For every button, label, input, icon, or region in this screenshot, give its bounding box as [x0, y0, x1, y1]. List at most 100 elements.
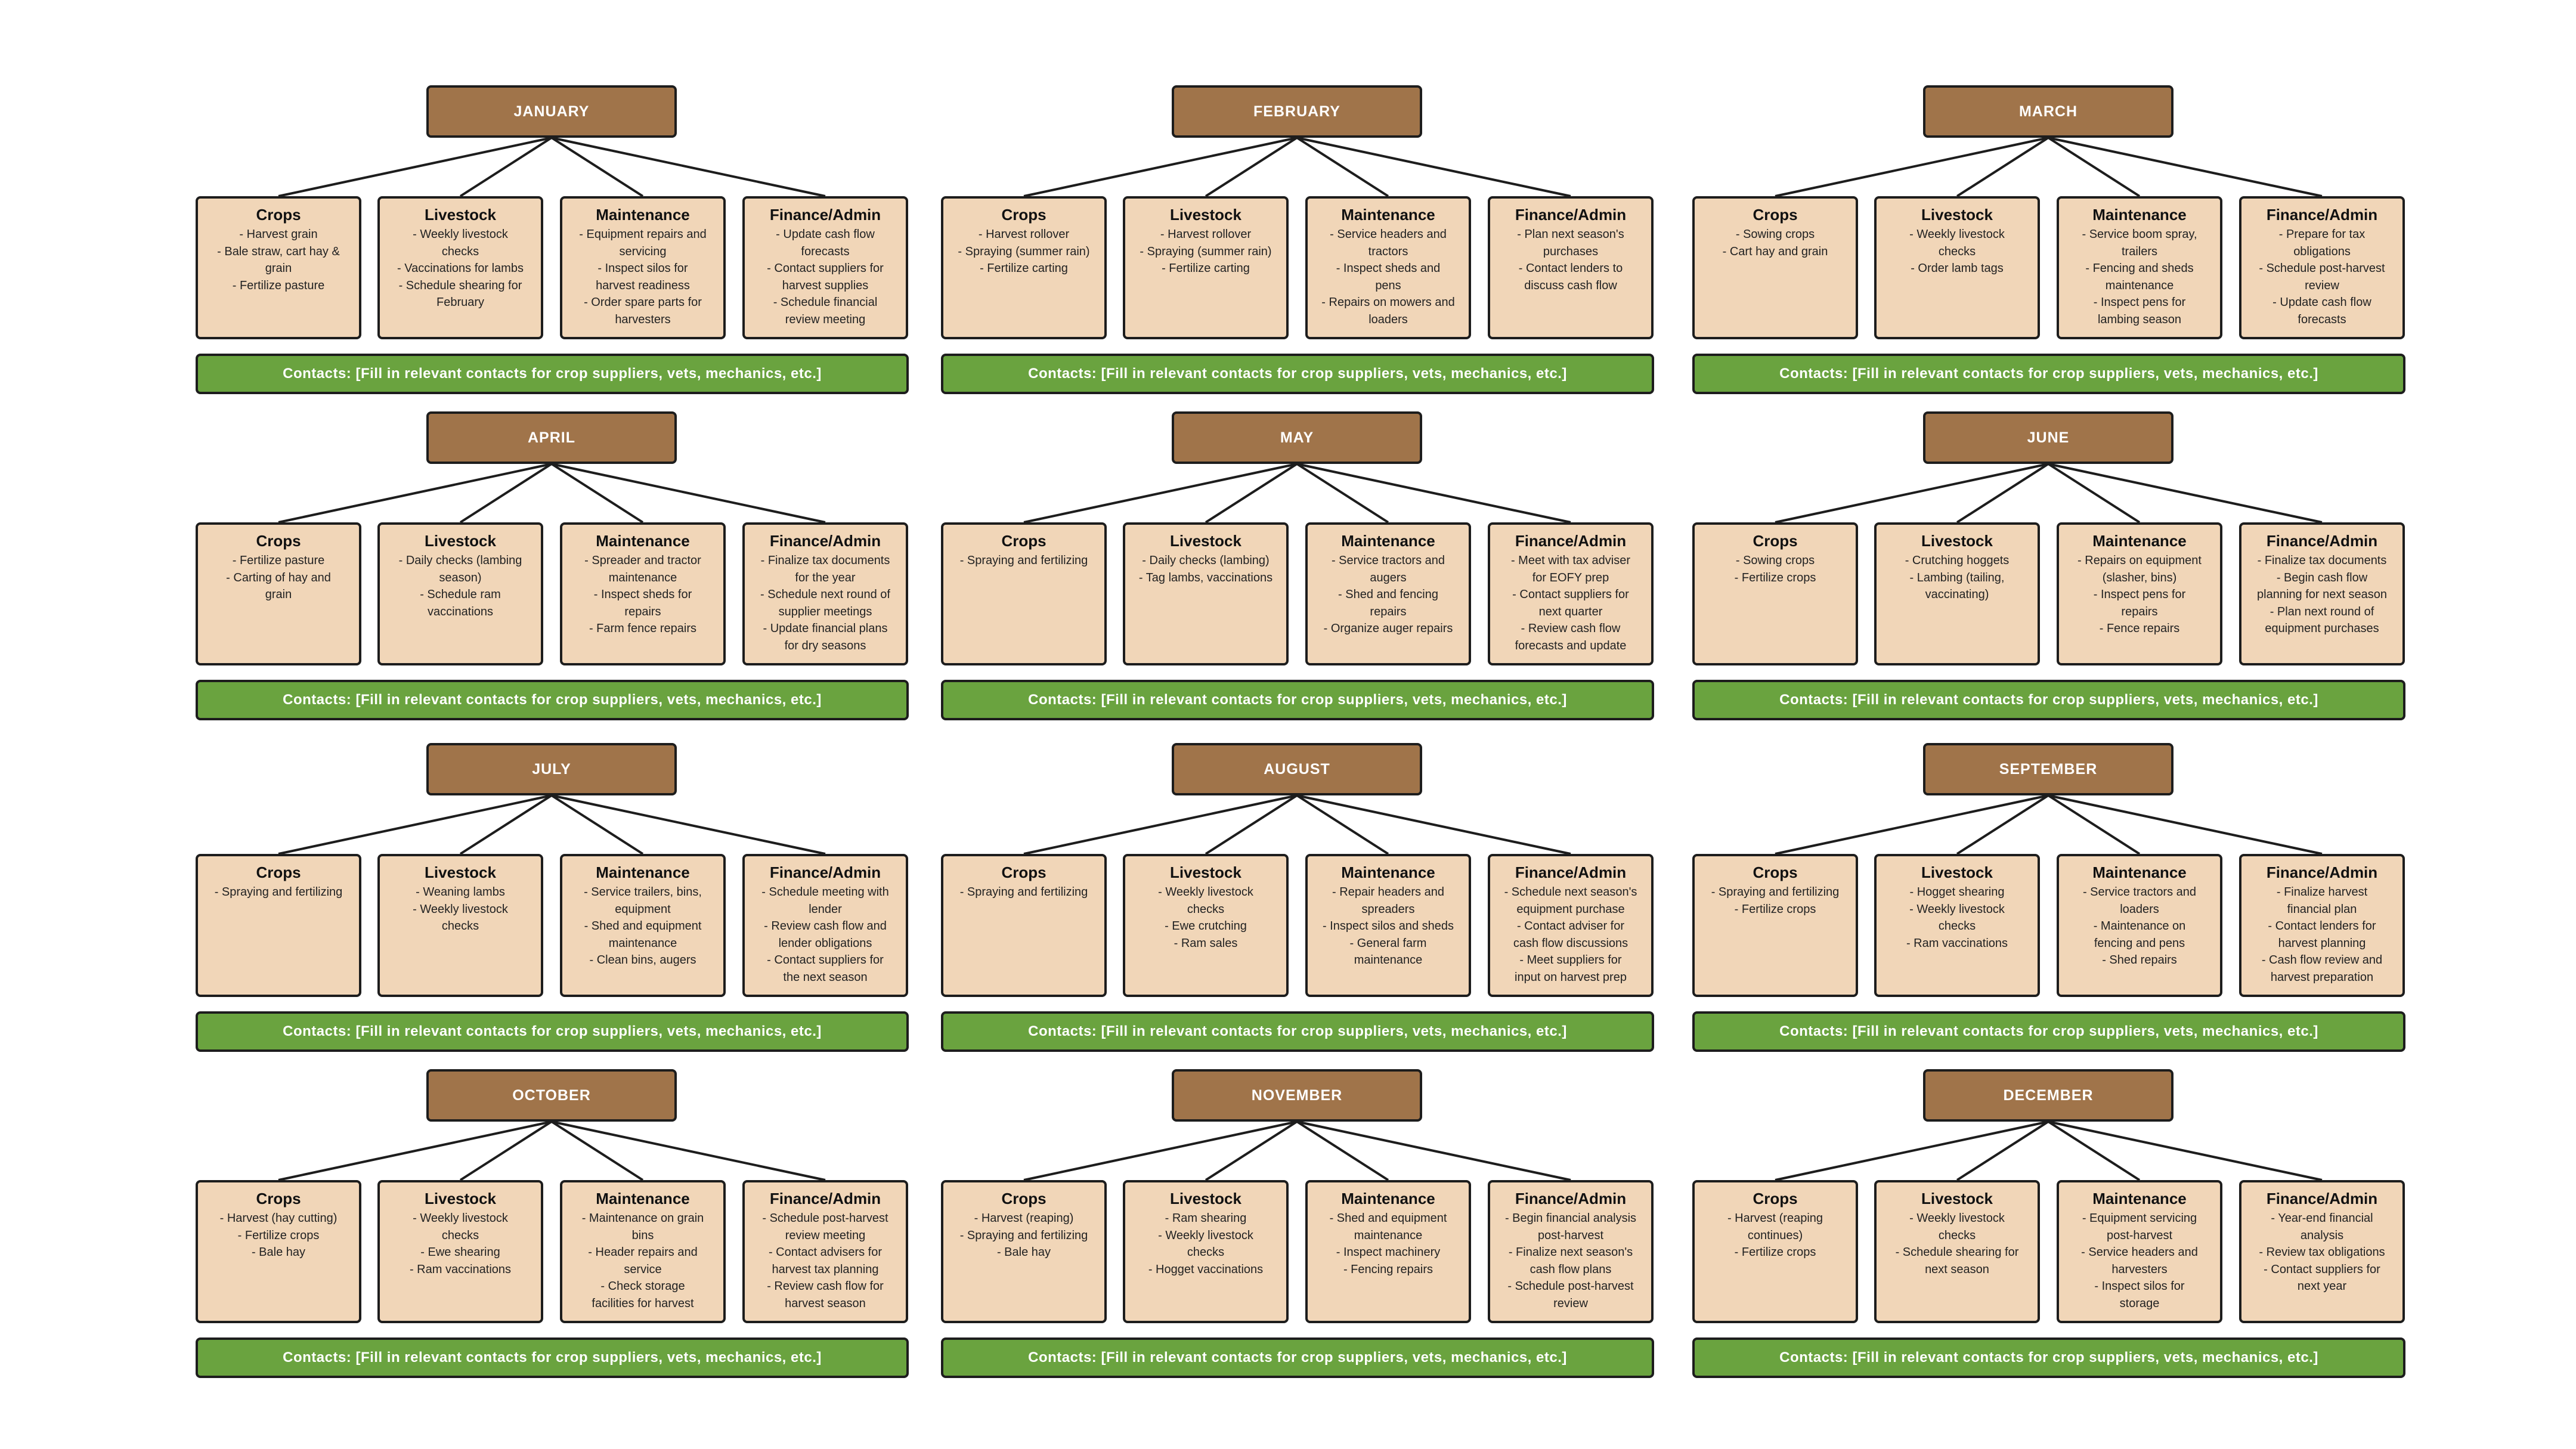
task-line: - Service tractors and — [1331, 554, 1445, 567]
task-line: - Bale straw, cart hay & — [217, 244, 340, 258]
category-title: Crops — [1753, 532, 1798, 550]
task-line: - Fertilize crops — [1734, 571, 1816, 584]
task-line: - Bale hay — [996, 1246, 1051, 1259]
category-title: Livestock — [1921, 206, 1993, 224]
category-box-crops: Crops- Sowing crops- Fertilize crops — [1692, 522, 1858, 665]
task-line: - Shed and equipment — [584, 919, 702, 933]
category-title: Crops — [1753, 863, 1798, 881]
task-line: harvest preparation — [2270, 970, 2374, 984]
task-line: maintenance — [1354, 953, 1423, 967]
task-line: - Fertilize crops — [1734, 902, 1816, 916]
category-title: Livestock — [1921, 532, 1993, 550]
task-line: maintenance — [608, 571, 677, 584]
task-line: February — [436, 296, 485, 309]
task-line: forecasts — [801, 244, 850, 258]
task-line: - Plan next season's — [1517, 228, 1624, 241]
category-box-crops: Crops- Fertilize pasture- Carting of hay… — [196, 522, 361, 665]
task-line: - Weekly livestock — [413, 228, 508, 241]
task-line: - Cash flow review and — [2261, 953, 2383, 967]
task-line: - Repairs on mowers and — [1321, 296, 1455, 309]
category-title: Finance/Admin — [2266, 1190, 2378, 1208]
task-line: - Maintenance on — [2093, 919, 2186, 933]
task-line: - Shed and fencing — [1338, 588, 1438, 601]
category-title: Livestock — [425, 863, 496, 881]
task-line: checks — [441, 1228, 479, 1242]
task-line: - Schedule shearing for — [1895, 1246, 2019, 1259]
task-line: harvest readiness — [596, 278, 690, 292]
contacts-bar-december: Contacts: [Fill in relevant contacts for… — [1692, 1337, 2405, 1378]
task-line: - Fencing repairs — [1343, 1262, 1433, 1276]
task-line: - Shed and equipment — [1329, 1212, 1447, 1225]
task-line: - Contact advisers for — [768, 1246, 883, 1259]
task-line: - Schedule meeting with — [761, 886, 889, 899]
category-box-crops: Crops- Harvest rollover- Spraying (summe… — [941, 196, 1107, 339]
month-header-march: MARCH — [1923, 85, 2174, 138]
contacts-bar-april: Contacts: [Fill in relevant contacts for… — [196, 680, 909, 720]
task-line: - Spreader and tractor — [584, 554, 701, 567]
task-line: continues) — [1747, 1228, 1803, 1242]
task-line: grain — [265, 588, 292, 601]
task-line: servicing — [619, 244, 667, 258]
task-line: - Spraying and fertilizing — [214, 886, 343, 899]
contacts-bar-november: Contacts: [Fill in relevant contacts for… — [941, 1337, 1654, 1378]
month-header-december: DECEMBER — [1923, 1069, 2174, 1122]
task-line: - Weekly livestock — [413, 1212, 508, 1225]
task-line: - Contact lenders for — [2268, 919, 2376, 933]
contacts-bar-february: Contacts: [Fill in relevant contacts for… — [941, 354, 1654, 394]
task-line: - Inspect sheds and — [1336, 262, 1441, 275]
category-title: Finance/Admin — [1515, 1190, 1627, 1208]
task-line: - Contact suppliers for — [1512, 588, 1629, 601]
month-header-april: APRIL — [426, 411, 677, 464]
task-line: - Hogget vaccinations — [1148, 1262, 1264, 1276]
task-line: - Weekly livestock — [1158, 886, 1253, 899]
task-line: post-harvest — [2106, 1228, 2173, 1242]
task-line: - Schedule next season's — [1504, 886, 1637, 899]
task-line: review — [1553, 1296, 1588, 1310]
category-title: Finance/Admin — [2266, 206, 2378, 224]
task-line: - Service trailers, bins, — [584, 886, 702, 899]
category-box-finance-admin: Finance/Admin- Finalize tax documents- B… — [2239, 522, 2405, 665]
task-line: - Cart hay and grain — [1722, 244, 1828, 258]
task-line: - Inspect silos for — [2094, 1280, 2185, 1293]
category-title: Crops — [1001, 206, 1046, 224]
contacts-bar-august: Contacts: [Fill in relevant contacts for… — [941, 1011, 1654, 1052]
category-box-crops: Crops- Harvest grain- Bale straw, cart h… — [196, 196, 361, 339]
task-line: harvesters — [2111, 1262, 2168, 1276]
task-line: checks — [1187, 1246, 1225, 1259]
task-line: loaders — [2120, 902, 2159, 916]
task-line: harvest supplies — [782, 278, 869, 292]
task-line: tractors — [1368, 244, 1408, 258]
category-box-crops: Crops- Harvest (hay cutting)- Fertilize … — [196, 1180, 361, 1323]
task-line: - Schedule ram — [420, 588, 501, 601]
task-line: (slasher, bins) — [2102, 571, 2177, 584]
task-line: the next season — [783, 970, 868, 984]
task-line: supplier meetings — [778, 605, 872, 618]
task-line: - Finalize tax documents — [2257, 554, 2387, 567]
task-line: - Year-end financial — [2271, 1212, 2373, 1225]
task-line: - Weekly livestock — [1909, 902, 2005, 916]
task-line: review — [2305, 278, 2339, 292]
task-line: - Spraying and fertilizing — [1711, 886, 1840, 899]
task-line: - Service headers and — [1330, 228, 1447, 241]
category-box-livestock: Livestock- Ram shearing- Weekly livestoc… — [1123, 1180, 1289, 1323]
category-box-crops: Crops- Spraying and fertilizing — [941, 854, 1107, 997]
task-line: cash flow plans — [1530, 1262, 1612, 1276]
category-title: Finance/Admin — [769, 1190, 881, 1208]
task-line: - Update financial plans — [763, 622, 888, 635]
month-header-july: JULY — [426, 743, 677, 795]
task-line: - Fence repairs — [2099, 622, 2180, 635]
month-block-april: APRIL Crops- Fertilize pasture- Carting o… — [196, 411, 909, 720]
task-line: lender — [809, 902, 842, 916]
task-line: - Lambing (tailing, — [1909, 571, 2005, 584]
